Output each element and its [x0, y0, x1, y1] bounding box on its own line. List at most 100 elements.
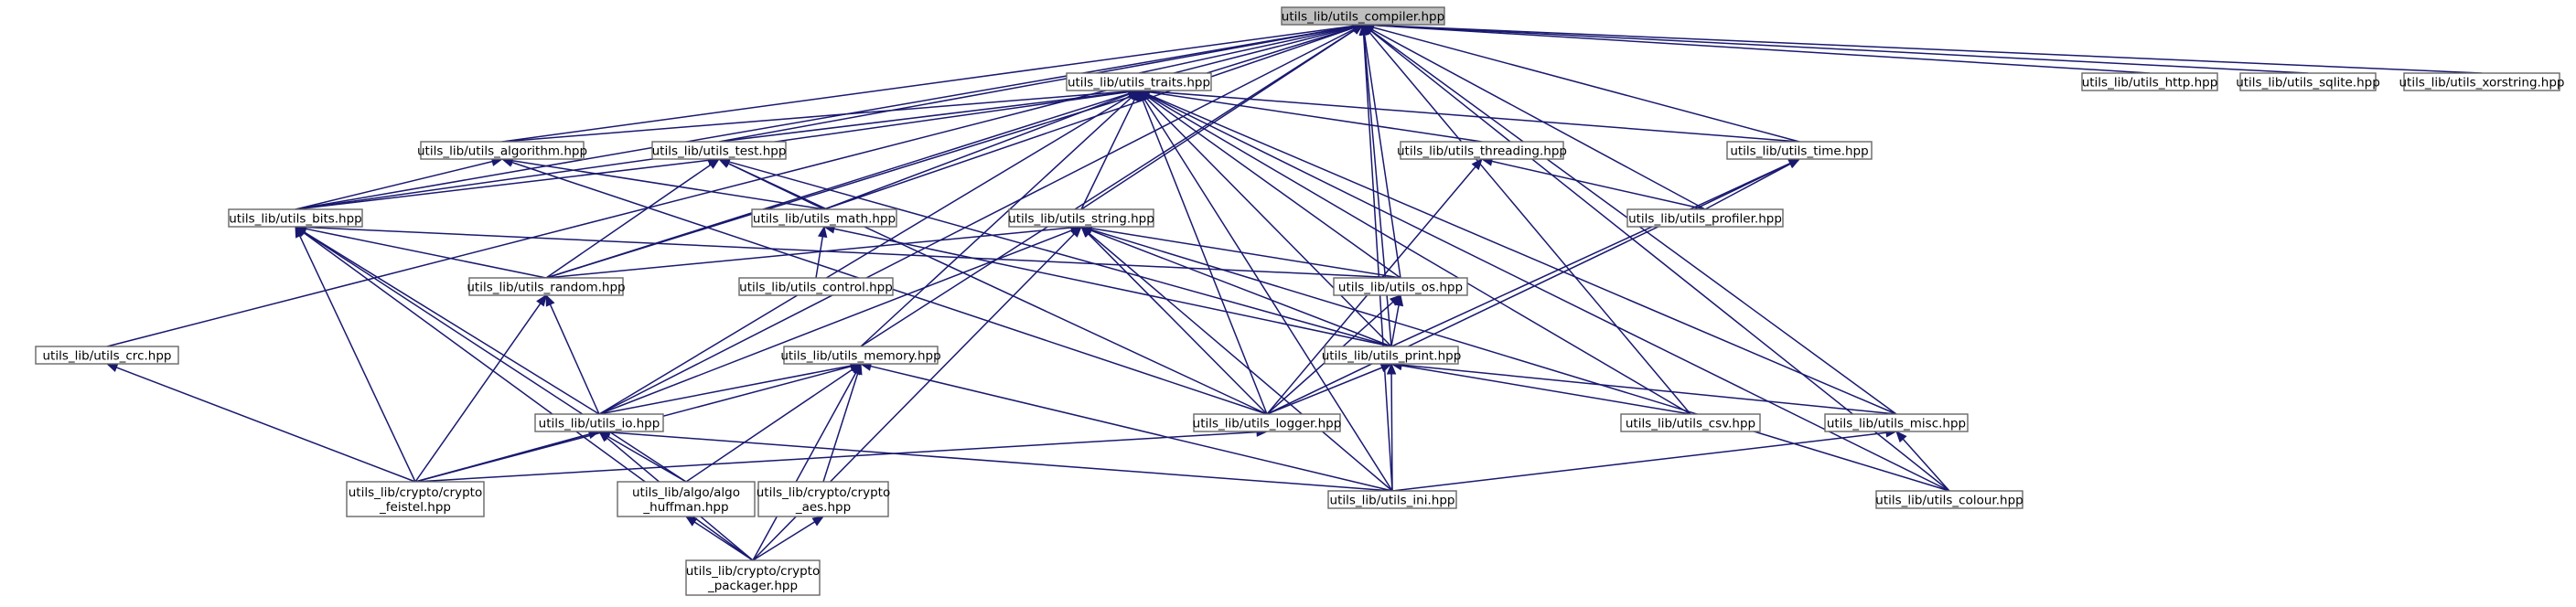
node-box: [35, 346, 179, 365]
node-time[interactable]: utils_lib/utils_time.hpp: [1726, 141, 1873, 160]
edge-arrowhead: [851, 362, 862, 376]
edge-line: [501, 25, 1354, 143]
node-box: [1626, 208, 1784, 228]
edge-line: [1390, 162, 1791, 347]
edge-line: [303, 231, 687, 483]
node-label: utils_lib/utils_print.hpp: [1322, 349, 1462, 364]
node-label: _packager.hpp: [707, 579, 798, 593]
node-threading[interactable]: utils_lib/utils_threading.hpp: [1397, 141, 1567, 160]
edge-huffman-to-bits: [294, 226, 687, 483]
node-memory[interactable]: utils_lib/utils_memory.hpp: [780, 346, 941, 365]
node-label: utils_lib/crypto/crypto: [349, 485, 482, 500]
node-algorithm[interactable]: utils_lib/utils_algorithm.hpp: [417, 141, 587, 160]
node-box: [1008, 208, 1154, 228]
edge-line: [1372, 24, 2151, 74]
edge-arrowhead: [1361, 24, 1375, 36]
edge-line: [1088, 232, 1393, 492]
node-label: utils_lib/crypto/crypto: [757, 485, 890, 500]
edge-profiler-to-time: [1704, 158, 1801, 210]
node-box: [1193, 413, 1341, 432]
node-misc[interactable]: utils_lib/utils_misc.hpp: [1824, 413, 1969, 432]
edge-line: [1266, 163, 1791, 415]
edge-http-to-compiler: [1361, 20, 2151, 74]
edge-line: [545, 27, 1354, 279]
node-label: utils_lib/utils_memory.hpp: [780, 349, 940, 364]
edge-colour-to-misc: [1895, 431, 1950, 492]
edge-line: [414, 431, 1258, 483]
node-box: [2403, 72, 2560, 91]
node-math[interactable]: utils_lib/utils_math.hpp: [751, 208, 897, 228]
node-string[interactable]: utils_lib/utils_string.hpp: [1008, 208, 1154, 228]
edge-line: [607, 435, 687, 483]
node-box: [1875, 490, 2023, 509]
edge-arrowhead: [684, 516, 698, 527]
node-sqlite[interactable]: utils_lib/utils_sqlite.hpp: [2236, 72, 2380, 91]
edge-line: [1147, 94, 1691, 415]
edge-line: [303, 231, 600, 415]
edge-line: [545, 227, 1072, 279]
edge-arrowhead: [536, 293, 547, 307]
edge-line: [1390, 373, 1393, 492]
edge-line: [870, 365, 1393, 492]
node-box: [783, 346, 939, 365]
node-xorstring[interactable]: utils_lib/utils_xorstring.hpp: [2399, 72, 2565, 91]
node-control[interactable]: utils_lib/utils_control.hpp: [738, 277, 894, 296]
node-box: [2239, 72, 2377, 91]
edges-layer: [105, 20, 2483, 561]
node-compiler[interactable]: utils_lib/utils_compiler.hpp: [1281, 6, 1445, 26]
edge-huffman-to-io: [597, 431, 687, 483]
edge-arrowhead: [817, 225, 828, 239]
edge-line: [752, 521, 816, 561]
edge-packager-to-aes: [752, 516, 825, 561]
node-profiler[interactable]: utils_lib/utils_profiler.hpp: [1626, 208, 1784, 228]
node-box: [1281, 6, 1445, 26]
node-label: utils_lib/utils_crc.hpp: [43, 349, 172, 364]
node-http[interactable]: utils_lib/utils_http.hpp: [2081, 72, 2218, 91]
edge-line: [1148, 91, 1483, 143]
node-traits[interactable]: utils_lib/utils_traits.hpp: [1066, 72, 1212, 91]
edge-profiler-to-threading: [1480, 156, 1706, 210]
node-label: utils_lib/utils_colour.hpp: [1875, 494, 2023, 508]
edge-feistel-to-logger: [414, 427, 1269, 483]
edge-arrowhead: [707, 158, 721, 169]
node-ini[interactable]: utils_lib/utils_ini.hpp: [1327, 490, 1457, 509]
node-label: utils_lib/algo/algo: [632, 485, 740, 500]
node-box: [2081, 72, 2218, 91]
edge-line: [860, 96, 1132, 347]
node-packager[interactable]: utils_lib/crypto/crypto_packager.hpp: [685, 559, 821, 596]
node-csv[interactable]: utils_lib/utils_csv.hpp: [1620, 413, 1761, 432]
node-aes[interactable]: utils_lib/crypto/crypto_aes.hpp: [757, 481, 890, 517]
node-bits[interactable]: utils_lib/utils_bits.hpp: [228, 208, 363, 228]
edge-line: [1372, 24, 2309, 74]
node-print[interactable]: utils_lib/utils_print.hpp: [1322, 346, 1462, 365]
edge-line: [549, 304, 600, 415]
node-feistel[interactable]: utils_lib/crypto/crypto_feistel.hpp: [346, 481, 485, 517]
edge-ini-to-compiler: [1358, 23, 1393, 492]
node-crc[interactable]: utils_lib/utils_crc.hpp: [35, 346, 179, 365]
edge-line: [823, 93, 1130, 210]
edge-threading-to-traits: [1137, 87, 1483, 143]
node-label: utils_lib/utils_random.hpp: [467, 281, 625, 295]
node-logger[interactable]: utils_lib/utils_logger.hpp: [1193, 413, 1342, 432]
node-label: utils_lib/utils_http.hpp: [2082, 76, 2218, 91]
node-box: [617, 481, 756, 517]
node-test[interactable]: utils_lib/utils_test.hpp: [651, 141, 787, 160]
node-colour[interactable]: utils_lib/utils_colour.hpp: [1875, 490, 2023, 509]
edge-line: [1368, 31, 1691, 415]
edge-line: [1401, 364, 1897, 415]
edge-line: [1491, 160, 1706, 210]
edge-feistel-to-io: [414, 429, 601, 483]
edge-sqlite-to-compiler: [1361, 20, 2309, 74]
node-io[interactable]: utils_lib/utils_io.hpp: [534, 413, 664, 432]
node-random[interactable]: utils_lib/utils_random.hpp: [467, 277, 626, 296]
node-box: [420, 141, 585, 160]
node-huffman[interactable]: utils_lib/algo/algo_huffman.hpp: [617, 481, 756, 517]
edge-bits-to-algorithm: [295, 156, 504, 210]
edge-line: [1147, 93, 1897, 415]
node-label: utils_lib/utils_control.hpp: [739, 281, 893, 295]
node-os[interactable]: utils_lib/utils_os.hpp: [1333, 277, 1468, 296]
edge-line: [718, 26, 1354, 143]
edge-line: [608, 431, 1393, 492]
edge-line: [1401, 365, 1691, 415]
